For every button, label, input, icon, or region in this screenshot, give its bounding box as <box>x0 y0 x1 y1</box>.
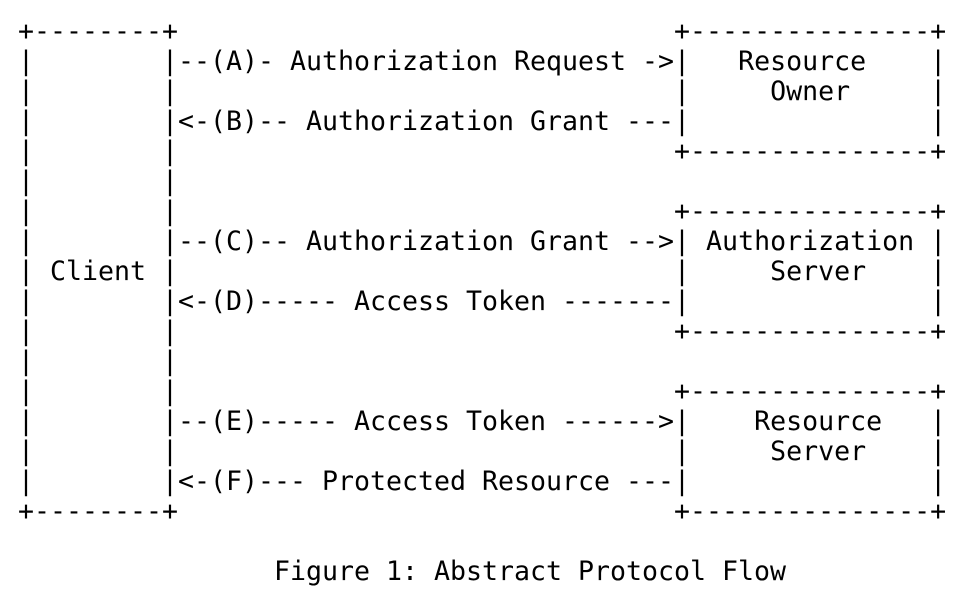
figure-1-abstract-protocol-flow: +--------+ +---------------+ | |--(A)- A… <box>18 16 947 587</box>
figure-caption: Figure 1: Abstract Protocol Flow <box>274 556 787 587</box>
protocol-flow-ascii-diagram: +--------+ +---------------+ | |--(A)- A… <box>18 16 947 527</box>
